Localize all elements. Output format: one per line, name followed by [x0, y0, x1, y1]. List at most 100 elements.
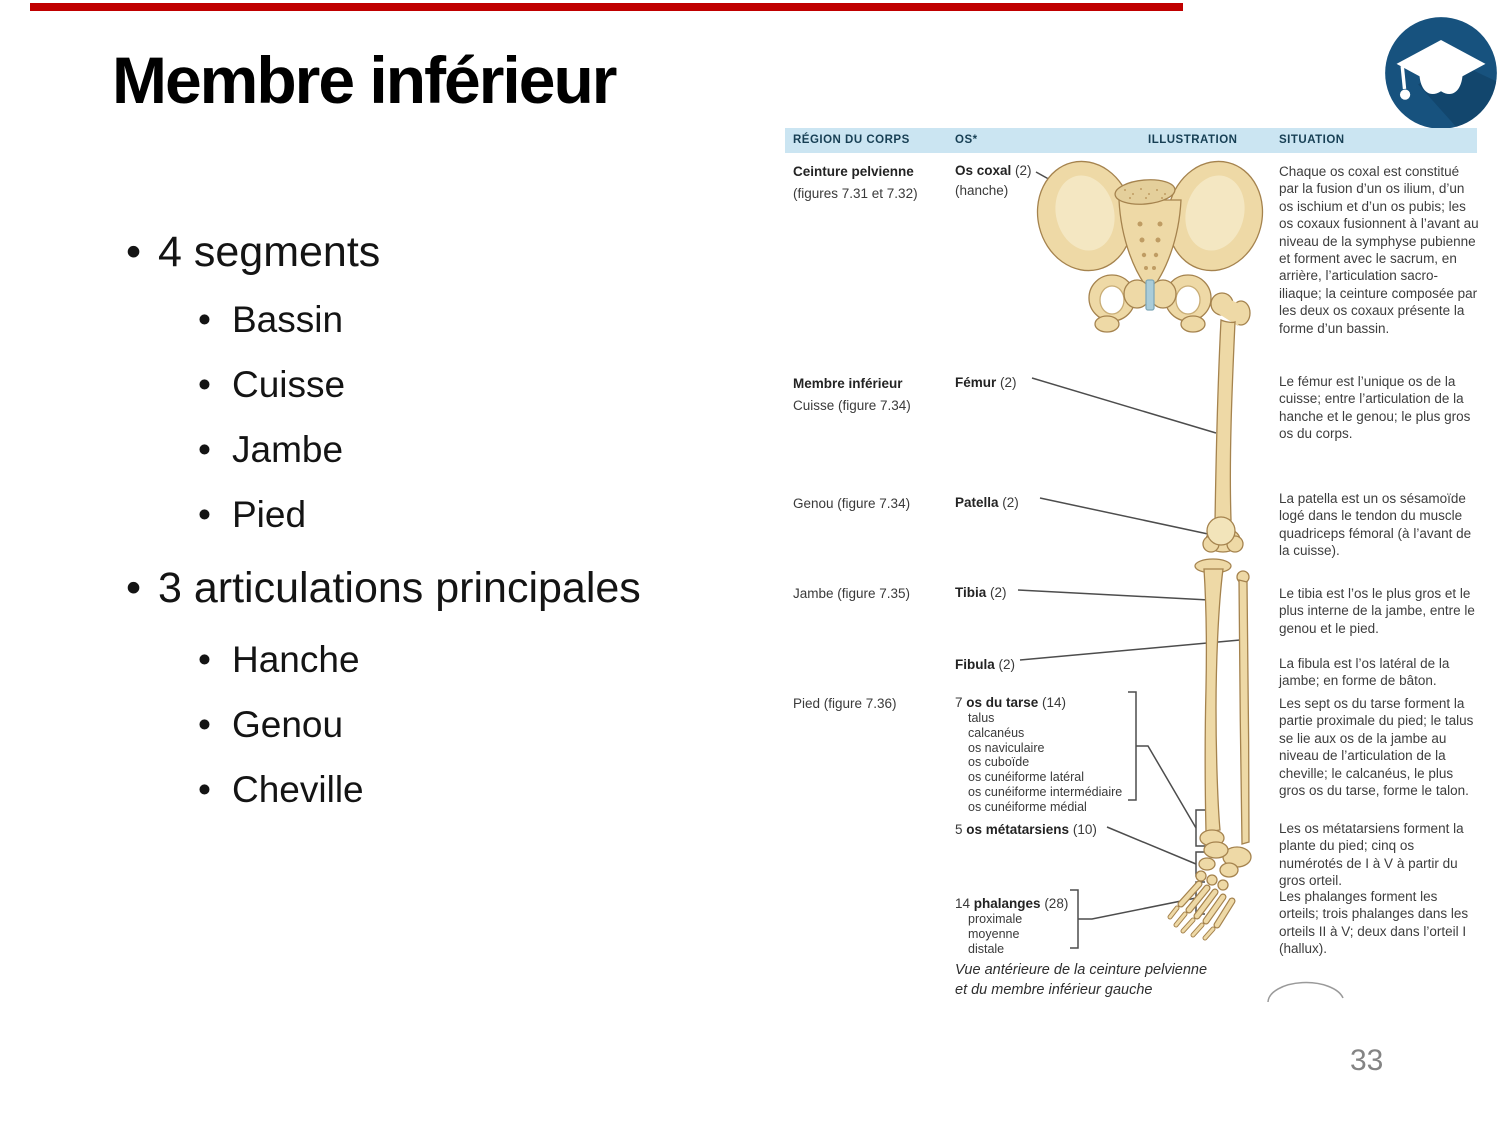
bone-name: os métatarsiens	[966, 822, 1070, 837]
list-item: proximale	[968, 912, 1023, 926]
list-item: talus	[968, 711, 995, 725]
graduation-cap-icon	[1385, 17, 1497, 129]
caption-line: Vue antérieure de la ceinture pelvienne	[955, 962, 1208, 978]
bone-count: (28)	[1040, 896, 1069, 911]
bone-name: Fémur	[955, 375, 997, 390]
bullet-icon: •	[126, 564, 142, 612]
list-item-label: Hanche	[232, 639, 360, 680]
bone-cell: Os coxal (2) (hanche)	[955, 161, 1147, 201]
situation-text: La patella est un os sésamoïde logé dans…	[1279, 491, 1472, 559]
region-cell: Genou (figure 7.34)	[793, 493, 955, 515]
situation-text: Le fémur est l’unique os de la cuisse; e…	[1279, 374, 1471, 442]
list-item: os cunéiforme intermédiaire	[968, 784, 1123, 799]
list-item-label: Bassin	[232, 299, 344, 340]
region-name: Jambe (figure 7.35)	[793, 586, 911, 601]
caption-line: et du membre inférieur gauche	[955, 982, 1153, 998]
figure-caption: Vue antérieure de la ceinture pelvienne …	[955, 960, 1207, 1000]
bullet-icon: •	[198, 639, 211, 680]
list-item: os cuboïde	[968, 755, 1030, 770]
list-item: os cunéiforme latéral	[968, 770, 1085, 785]
list-item: • Bassin	[198, 299, 343, 342]
bone-count: (10)	[1069, 822, 1097, 837]
column-header: SITUATION	[1279, 134, 1345, 146]
bullet-icon: •	[198, 429, 211, 470]
bone-count: (2)	[994, 657, 1016, 672]
region-name: Pied (figure 7.36)	[793, 696, 897, 711]
bone-prefix: 5	[955, 822, 967, 837]
bone-note: (hanche)	[955, 183, 1009, 198]
list-item-label: 4 segments	[158, 228, 381, 276]
situation-text: Les os métatarsiens forment la plante du…	[1279, 821, 1464, 889]
situation-text: Le tibia est l’os le plus gros et le plu…	[1279, 586, 1475, 636]
list-item-label: Pied	[232, 494, 307, 535]
list-item: • Cuisse	[198, 364, 345, 407]
list-item: os cunéiforme médial	[968, 799, 1087, 814]
bone-count: (14)	[1038, 695, 1067, 710]
situation-text: Les sept os du tarse forment la partie p…	[1279, 696, 1474, 799]
bullet-icon: •	[198, 299, 211, 340]
bullet-icon: •	[198, 494, 211, 535]
list-item-label: Cuisse	[232, 364, 346, 405]
situation-text: Les phalanges forment les orteils; trois…	[1279, 889, 1469, 957]
bullet-icon: •	[198, 364, 211, 405]
column-header: RÉGION DU CORPS	[793, 134, 910, 146]
list-item: distale	[968, 941, 1005, 956]
bone-name: Os coxal	[955, 163, 1012, 178]
bone-cell: 14 phalanges (28)	[955, 894, 1147, 914]
list-item-label: Jambe	[232, 429, 344, 470]
bone-cell: 5 os métatarsiens (10)	[955, 820, 1147, 840]
bullet-icon: •	[198, 704, 211, 745]
region-cell: Membre inférieur Cuisse (figure 7.34)	[793, 373, 955, 417]
region-cell: Ceinture pelvienne (figures 7.31 et 7.32…	[793, 161, 955, 205]
bone-count: (2)	[996, 375, 1017, 390]
bone-cell: Patella (2)	[955, 493, 1147, 513]
situation-text: La fibula est l’os latéral de la jambe; …	[1279, 656, 1450, 689]
bone-count: (2)	[986, 585, 1007, 600]
bone-prefix: 7	[955, 695, 967, 710]
bone-cell: 7 os du tarse (14)	[955, 693, 1147, 713]
phalanx-list: proximale moyenne distale	[968, 912, 1153, 956]
region-cell: Jambe (figure 7.35)	[793, 583, 955, 605]
bone-cell: Fémur (2)	[955, 373, 1147, 393]
bone-cell: Fibula (2)	[955, 655, 1147, 675]
bone-cell: Tibia (2)	[955, 583, 1147, 603]
bullet-icon: •	[198, 769, 211, 810]
list-item: • 3 articulations principales	[126, 564, 641, 613]
list-item-label: Genou	[232, 704, 344, 745]
bone-name: Fibula	[955, 657, 995, 672]
situation-text: Chaque os coxal est constitué par la fus…	[1279, 164, 1479, 336]
bone-prefix: 14	[955, 896, 974, 911]
region-ref: (figures 7.31 et 7.32)	[793, 186, 918, 201]
list-item: • 4 segments	[126, 228, 380, 277]
bone-count: (2)	[1011, 163, 1032, 178]
bone-count: (2)	[998, 495, 1019, 510]
bone-name: os du tarse	[966, 695, 1039, 710]
region-cell: Pied (figure 7.36)	[793, 693, 955, 715]
column-header: OS*	[955, 134, 978, 146]
tarsal-list: talus calcanéus os naviculaire os cuboïd…	[968, 711, 1153, 815]
column-header: ILLUSTRATION	[1148, 134, 1238, 146]
bone-name: phalanges	[973, 896, 1041, 911]
list-item: • Jambe	[198, 429, 343, 472]
region-name: Ceinture pelvienne	[793, 164, 914, 179]
region-ref: Cuisse (figure 7.34)	[793, 398, 911, 413]
region-name: Genou (figure 7.34)	[793, 496, 911, 511]
list-item: • Cheville	[198, 769, 364, 812]
list-item: calcanéus	[968, 725, 1025, 740]
list-item: os naviculaire	[968, 740, 1045, 755]
list-item-label: 3 articulations principales	[158, 564, 641, 612]
table-header-bar: RÉGION DU CORPS OS* ILLUSTRATION SITUATI…	[785, 128, 1477, 153]
region-name: Membre inférieur	[793, 376, 903, 391]
bullet-icon: •	[126, 228, 142, 276]
page-title: Membre inférieur	[112, 43, 617, 117]
list-item: • Genou	[198, 704, 343, 747]
bone-name: Tibia	[955, 585, 987, 600]
list-item: • Hanche	[198, 639, 360, 682]
page-number: 33	[1350, 1044, 1384, 1077]
list-item: moyenne	[968, 926, 1020, 941]
list-item: • Pied	[198, 494, 306, 537]
top-accent-bar	[30, 3, 1183, 11]
anatomy-table-figure: RÉGION DU CORPS OS* ILLUSTRATION SITUATI…	[785, 128, 1479, 1018]
list-item-label: Cheville	[232, 769, 364, 810]
bone-name: Patella	[955, 495, 999, 510]
